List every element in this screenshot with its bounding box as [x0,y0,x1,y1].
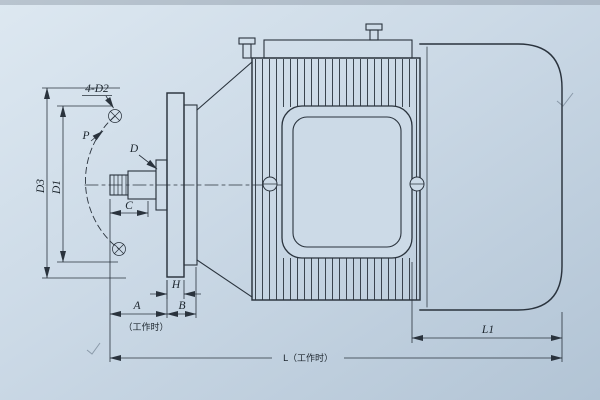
cooling-fins-bottom [255,258,419,300]
label-l-total: L（工作时） [283,352,333,364]
bolt-hole [108,109,122,123]
dimension-l-total: L（工作时） [109,352,563,364]
bolt-hole [112,242,126,256]
flange-rear-plate [183,104,198,266]
terminal-box-inner [292,116,402,248]
label-d: D [129,143,139,155]
pencil-mark [556,92,574,107]
callout-d: D [129,143,158,170]
mounting-flange [155,92,198,278]
photo-edge-shadow [0,0,600,5]
label-a: A [132,300,141,312]
cooling-fins-top [255,59,419,107]
lifting-stud [238,37,256,59]
terminal-stud [365,23,383,41]
label-d3: D3 [35,179,47,194]
finned-motor-body [238,23,421,301]
label-l1: L1 [481,324,494,336]
label-4-d2: 4-D2 [85,83,109,95]
label-c: C [125,200,133,212]
rear-end-housing [419,43,563,311]
dimension-b: B [166,267,197,318]
dimension-d1: D1 [51,105,118,263]
cover-screw [409,176,425,192]
label-p: P [81,130,89,142]
pencil-mark [86,342,101,355]
bell-housing [196,61,253,298]
callout-bolt-holes: 4-D2 [82,83,114,109]
label-working-note: （工作时） [123,321,168,333]
top-fin-band [263,39,413,59]
callout-p: P [81,130,104,142]
dimension-l1: L1 [411,262,563,362]
label-b: B [178,300,185,312]
dimension-c: C [109,200,149,217]
dimension-d3: D3 [35,87,126,279]
label-h: H [171,279,181,291]
terminal-box-cover [281,105,413,259]
label-d1: D1 [51,180,63,195]
cover-screw [262,176,278,192]
terminal-box [262,105,425,259]
